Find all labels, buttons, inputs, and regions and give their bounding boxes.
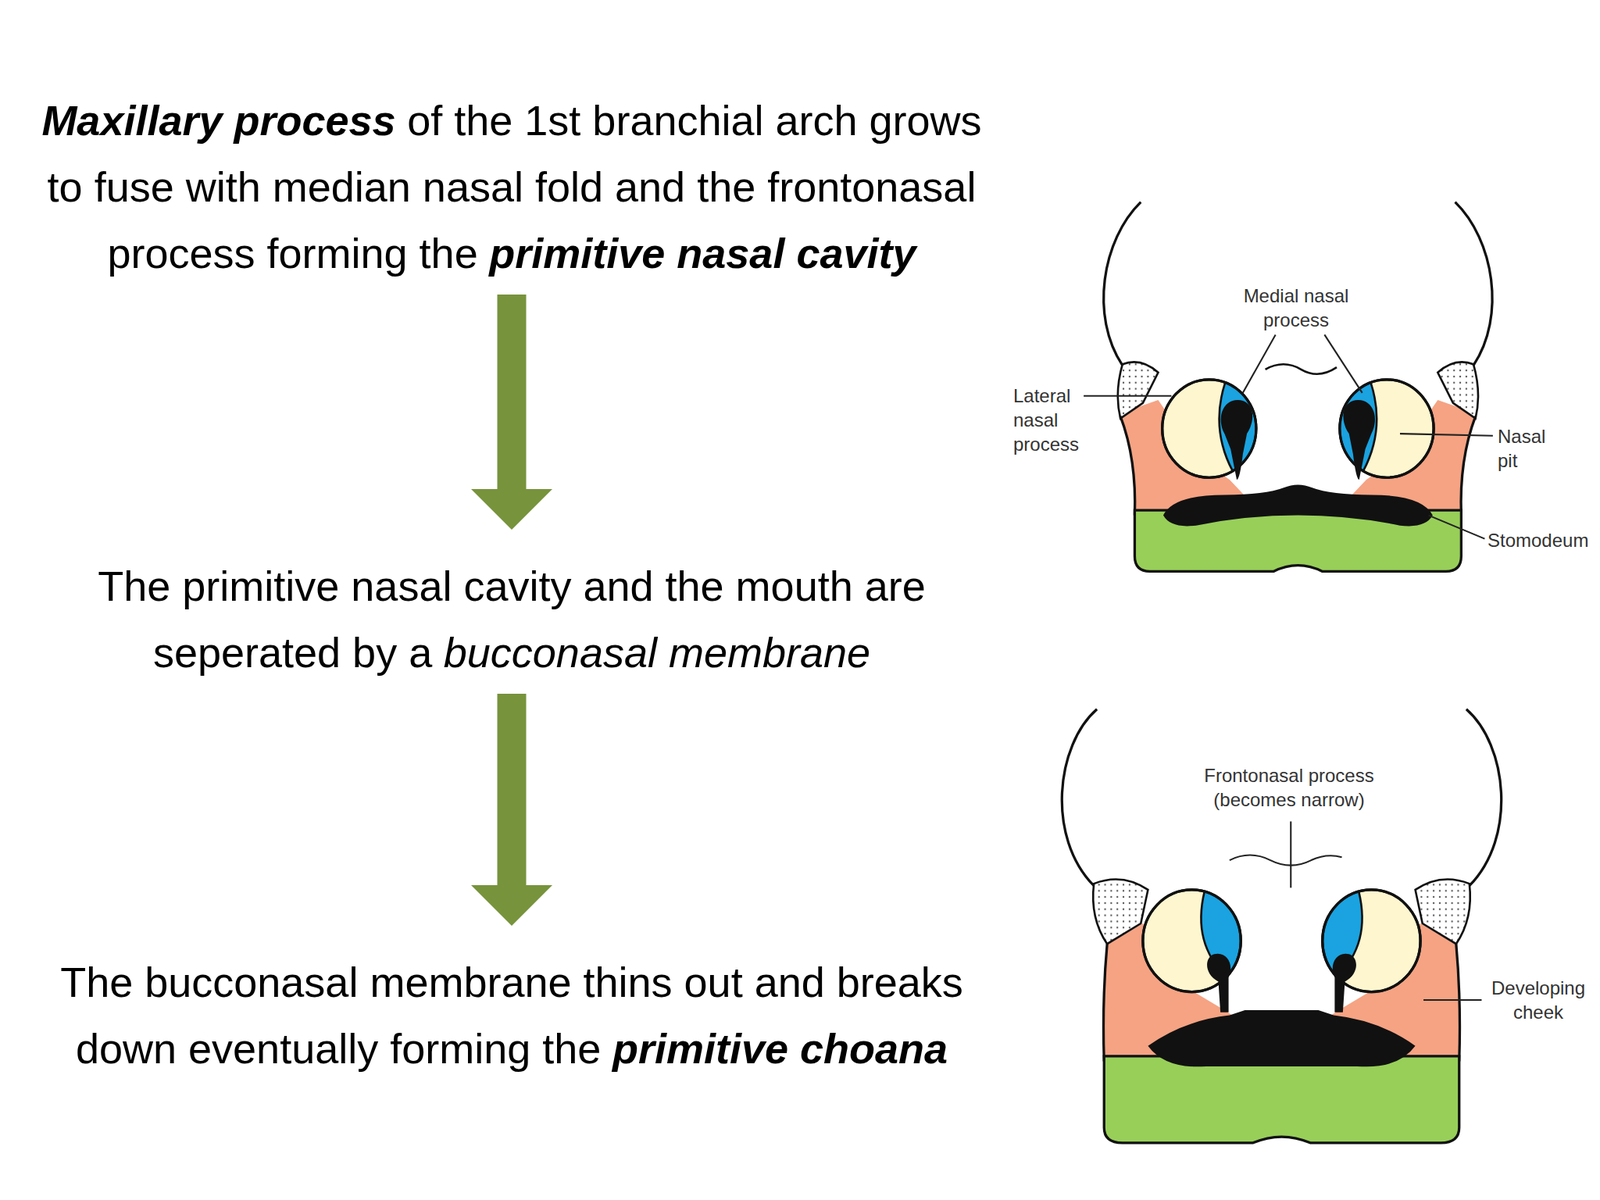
leader-lines-top xyxy=(1083,334,1493,539)
nasal-processes-top-mirror xyxy=(1339,379,1434,480)
flow-arrow xyxy=(471,693,553,926)
part-label: Lateral nasal process xyxy=(1013,383,1092,457)
embryo-face-figures xyxy=(1061,202,1501,1143)
arrow-head xyxy=(471,885,553,926)
face-half-bottom xyxy=(1061,709,1240,1062)
flow-arrow xyxy=(471,294,553,530)
flow-arrows xyxy=(471,294,553,926)
nasal-processes-bottom xyxy=(1142,889,1241,1013)
frontonasal-mark xyxy=(1229,855,1343,866)
leader-line xyxy=(1083,395,1172,397)
step-text: Maxillary processof the 1st branchial ar… xyxy=(31,87,993,287)
leader-line xyxy=(1324,334,1362,393)
part-label: Nasal pit xyxy=(1497,424,1562,473)
frontonasal-mark xyxy=(1265,364,1337,374)
leader-line xyxy=(1423,999,1482,1001)
leader-lines-bottom xyxy=(1229,821,1483,1000)
leader-line xyxy=(1400,433,1493,436)
step-text: The primitive nasal cavity and the mouth… xyxy=(31,553,993,686)
arrow-shaft xyxy=(497,693,527,887)
mandibular-arch xyxy=(1103,1056,1460,1143)
nasal-pit xyxy=(1221,400,1254,480)
key-term: primitive choana xyxy=(612,1025,948,1072)
part-label: Developing cheek xyxy=(1482,975,1594,1025)
step-text: The bucconasal membrane thins out and br… xyxy=(31,949,993,1083)
part-label: Stomodeum xyxy=(1487,528,1597,553)
nasal-processes-top xyxy=(1162,379,1257,480)
nasal-processes-bottom-mirror xyxy=(1322,889,1421,1013)
leader-line xyxy=(1428,515,1486,540)
arrow-shaft xyxy=(497,294,527,491)
stomodeum xyxy=(1163,484,1433,526)
face-half-bottom-mirror xyxy=(1323,709,1502,1062)
stomodeum xyxy=(1147,1010,1415,1067)
head-outline xyxy=(1103,202,1142,366)
leader-line xyxy=(1289,821,1292,888)
nasal-pit xyxy=(1207,953,1231,1013)
arrow-head xyxy=(471,489,553,530)
head-outline xyxy=(1061,709,1097,886)
eye-region xyxy=(1092,878,1148,944)
part-label: Frontonasal process (becomes narrow) xyxy=(1187,763,1391,812)
eye-region xyxy=(1117,361,1159,418)
key-term: primitive nasal cavity xyxy=(489,229,916,277)
face-outline xyxy=(1120,416,1136,516)
part-label: Medial nasal process xyxy=(1229,283,1363,333)
key-term: bucconasal membrane xyxy=(443,628,871,676)
face-outline xyxy=(1103,943,1108,1061)
leader-line xyxy=(1242,334,1276,393)
key-term: Maxillary process xyxy=(41,96,396,144)
